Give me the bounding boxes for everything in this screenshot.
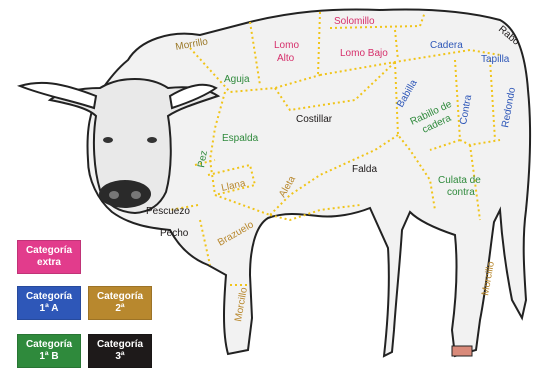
legend-category-3: Categoría 3ª <box>88 334 152 368</box>
cut-label-cadera: Cadera <box>430 40 463 51</box>
cow-nostril-right <box>131 191 141 199</box>
cut-label-pescuezo: Pescuezo <box>146 206 190 217</box>
cow-ear-left <box>20 83 96 108</box>
legend-category-3-line2: 3ª <box>89 351 151 363</box>
legend-category-1a-line1: Categoría <box>18 291 80 303</box>
legend-category-2: Categoría 2ª <box>88 286 152 320</box>
legend-category-extra-line1: Categoría <box>18 245 80 257</box>
legend-category-1b-line1: Categoría <box>18 339 80 351</box>
legend-category-2-line1: Categoría <box>89 291 151 303</box>
cut-label-falda: Falda <box>352 164 377 175</box>
cut-label-culata-2: contra <box>447 187 475 198</box>
legend-category-3-line1: Categoría <box>89 339 151 351</box>
cut-label-solomillo: Solomillo <box>334 16 375 27</box>
cow-eye-left <box>103 137 113 143</box>
cut-label-aguja: Aguja <box>224 74 250 85</box>
cut-label-lomo-alto-1: Lomo <box>274 40 299 51</box>
cow-nostril-left <box>109 191 119 199</box>
legend-category-1b-line2: 1ª B <box>18 351 80 363</box>
legend-category-2-line2: 2ª <box>89 303 151 315</box>
legend-category-extra-line2: extra <box>18 257 80 269</box>
cut-label-lomo-alto-2: Alto <box>277 53 295 64</box>
cow-eye-right <box>147 137 157 143</box>
legend-category-1a-line2: 1ª A <box>18 303 80 315</box>
legend-category-1b: Categoría 1ª B <box>17 334 81 368</box>
cut-label-pecho: Pecho <box>160 228 189 239</box>
cow-nose <box>99 180 151 208</box>
legend-category-1a: Categoría 1ª A <box>17 286 81 320</box>
cut-label-tapilla: Tapilla <box>481 54 510 65</box>
legend-category-extra: Categoría extra <box>17 240 81 274</box>
cut-label-culata-1: Culata de <box>438 175 481 186</box>
cow-hoof-rear <box>452 346 472 356</box>
cut-label-espalda: Espalda <box>222 133 259 144</box>
cut-label-costillar: Costillar <box>296 114 333 125</box>
cut-label-lomo-bajo: Lomo Bajo <box>340 48 388 59</box>
